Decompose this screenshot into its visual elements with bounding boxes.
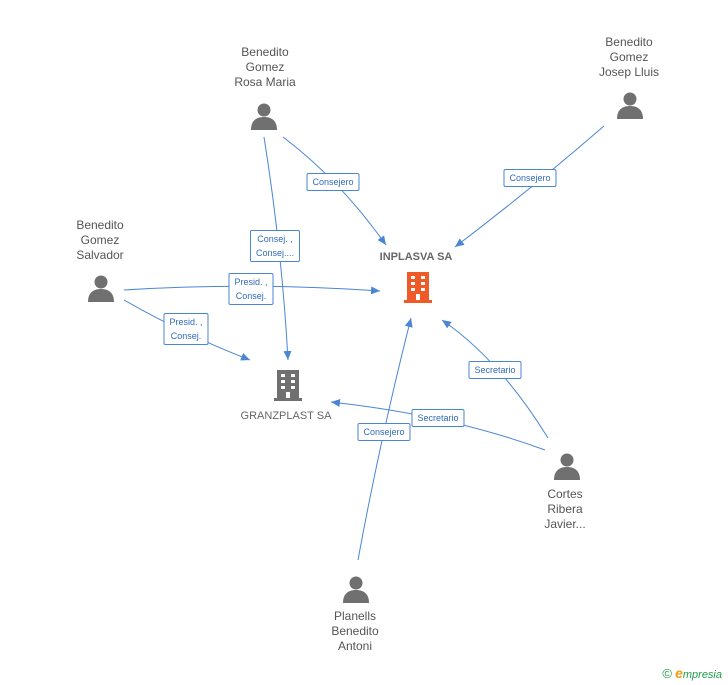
edge-label-salvador-granzplast[interactable]: Presid. , Consej. bbox=[163, 313, 209, 345]
edge-rosa-inplasva bbox=[282, 136, 387, 246]
edge-label-planells-inplasva[interactable]: Consejero bbox=[357, 423, 411, 441]
building-icon[interactable] bbox=[272, 368, 304, 402]
node-label-josep: Benedito Gomez Josep Lluis bbox=[598, 35, 660, 79]
node-label-granzplast: GRANZPLAST SA bbox=[240, 410, 332, 422]
brand-logo-text: mpresia bbox=[682, 669, 722, 681]
person-icon[interactable] bbox=[341, 574, 371, 604]
person-icon[interactable] bbox=[249, 101, 279, 131]
copyright-symbol: © bbox=[662, 666, 673, 681]
edge-label-rosa-granzplast[interactable]: Consej. , Consej.... bbox=[249, 230, 301, 262]
brand-logo-e: e bbox=[675, 665, 683, 681]
edge-label-salvador-inplasva[interactable]: Presid. , Consej. bbox=[228, 273, 274, 305]
person-icon[interactable] bbox=[86, 273, 116, 303]
node-label-salvador: Benedito Gomez Salvador bbox=[76, 218, 124, 262]
node-label-cortes: Cortes Ribera Javier... bbox=[544, 487, 586, 531]
edge-label-rosa-inplasva[interactable]: Consejero bbox=[306, 173, 360, 191]
edge-label-cortes-inplasva[interactable]: Secretario bbox=[468, 361, 522, 379]
brand-logo: © empresia bbox=[662, 665, 722, 681]
person-icon[interactable] bbox=[552, 451, 582, 481]
person-icon[interactable] bbox=[615, 90, 645, 120]
node-label-rosa: Benedito Gomez Rosa Maria bbox=[234, 45, 296, 89]
node-label-inplasva: INPLASVA SA bbox=[379, 251, 453, 263]
building-icon[interactable] bbox=[402, 270, 434, 304]
edge-label-cortes-granzplast[interactable]: Secretario bbox=[411, 409, 465, 427]
edge-label-josep-inplasva[interactable]: Consejero bbox=[503, 169, 557, 187]
node-label-planells: Planells Benedito Antoni bbox=[331, 609, 379, 653]
edge-josep-inplasva bbox=[454, 125, 605, 248]
